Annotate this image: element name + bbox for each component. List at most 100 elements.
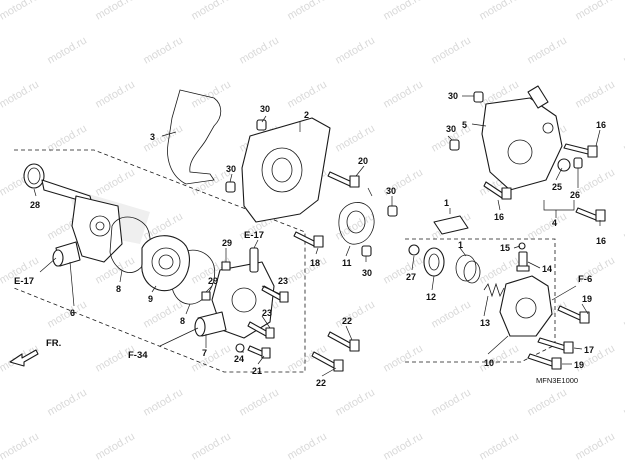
bracket-4 xyxy=(543,200,575,218)
bolt-19-b xyxy=(527,353,562,370)
watermark-text: motod.ru xyxy=(189,430,233,462)
watermark-text: motod.ru xyxy=(45,34,89,66)
gasket-3 xyxy=(167,89,222,185)
dowel-30-e xyxy=(473,91,484,103)
bolt-23-b xyxy=(247,321,275,339)
watermark-text: motod.ru xyxy=(621,298,625,330)
watermark-text: motod.ru xyxy=(141,386,185,418)
callout-29-a: 29 xyxy=(222,238,232,248)
washer-27 xyxy=(408,244,420,256)
callout-20: 20 xyxy=(358,156,368,166)
watermark-text: motod.ru xyxy=(621,34,625,66)
callout-28: 28 xyxy=(30,200,40,210)
callout-1-a: 1 xyxy=(444,198,449,208)
diagram-code: MFN3E1000 xyxy=(536,376,578,385)
ref-f34: F-34 xyxy=(128,350,148,361)
bolt-19-a xyxy=(557,305,590,324)
callout-16-a: 16 xyxy=(596,120,606,130)
watermark-text: motod.ru xyxy=(285,0,329,23)
watermark-text: motod.ru xyxy=(333,34,377,66)
watermark-text: motod.ru xyxy=(381,0,425,23)
pump-housing-7 xyxy=(194,247,275,339)
watermark-text: motod.ru xyxy=(0,430,41,462)
watermark-text: motod.ru xyxy=(573,78,617,110)
watermark-text: motod.ru xyxy=(525,34,569,66)
bolt-29-a xyxy=(221,261,231,271)
ref-f6: F-6 xyxy=(578,274,592,285)
watermark-text: motod.ru xyxy=(189,78,233,110)
watermark-text: motod.ru xyxy=(285,430,329,462)
watermark-text: motod.ru xyxy=(621,386,625,418)
watermark-text: motod.ru xyxy=(189,342,233,374)
watermark-text: motod.ru xyxy=(381,342,425,374)
callout-8-a: 8 xyxy=(116,284,121,294)
watermark-text: motod.ru xyxy=(477,0,521,23)
callout-30-b: 30 xyxy=(226,164,236,174)
dowel-30-d xyxy=(361,245,372,257)
bolt-16-a xyxy=(563,143,598,158)
leader-lines xyxy=(33,95,601,377)
watermark-text: motod.ru xyxy=(381,78,425,110)
watermark-text: motod.ru xyxy=(285,78,329,110)
bolt-23-a xyxy=(261,285,289,303)
dowel-30-a xyxy=(256,119,267,131)
callout-30-f: 30 xyxy=(446,124,456,134)
bolt-20 xyxy=(327,171,360,188)
bolt-18 xyxy=(293,231,324,248)
callout-2: 2 xyxy=(304,110,309,120)
ref-e17-top: E-17 xyxy=(244,230,264,241)
callout-5: 5 xyxy=(462,120,467,130)
bolt-29-b xyxy=(201,291,211,301)
watermark-text: motod.ru xyxy=(93,166,137,198)
callout-19-a: 19 xyxy=(582,294,592,304)
water-pump-6 xyxy=(41,179,123,267)
callout-18: 18 xyxy=(310,258,320,268)
watermark-text: motod.ru xyxy=(525,386,569,418)
watermark-text: motod.ru xyxy=(525,210,569,242)
watermark-text: motod.ru xyxy=(429,386,473,418)
watermark-text: motod.ru xyxy=(381,254,425,286)
callout-10: 10 xyxy=(484,358,494,368)
label-plate-1 xyxy=(433,215,469,235)
bolt-16-b xyxy=(483,181,512,200)
ref-e17-left: E-17 xyxy=(14,276,34,287)
watermark-text: motod.ru xyxy=(45,298,89,330)
watermark-text: motod.ru xyxy=(333,298,377,330)
front-direction-arrow-icon xyxy=(9,349,39,367)
seal-25 xyxy=(557,158,571,172)
callout-30-a: 30 xyxy=(260,104,270,114)
callout-21: 21 xyxy=(252,366,262,376)
callout-30-c: 30 xyxy=(386,186,396,196)
callout-13: 13 xyxy=(480,318,490,328)
dowel-30-c xyxy=(387,205,398,217)
watermark-text: motod.ru xyxy=(573,0,617,23)
watermark-text: motod.ru xyxy=(237,386,281,418)
watermark-text: motod.ru xyxy=(573,430,617,462)
housing-10 xyxy=(499,275,553,337)
callout-8-b: 8 xyxy=(180,316,185,326)
callout-30-d: 30 xyxy=(362,268,372,278)
watermark-text: motod.ru xyxy=(621,210,625,242)
callout-25: 25 xyxy=(552,182,562,192)
watermark-text: motod.ru xyxy=(333,122,377,154)
bolt-16-c xyxy=(575,207,606,222)
watermark-text: motod.ru xyxy=(93,0,137,23)
callout-6: 6 xyxy=(70,308,75,318)
sensor-14 xyxy=(516,251,530,272)
callout-24: 24 xyxy=(234,354,244,364)
watermark-text: motod.ru xyxy=(0,0,41,23)
callout-22-b: 22 xyxy=(316,378,326,388)
watermark-text: motod.ru xyxy=(621,122,625,154)
cover-2 xyxy=(241,117,331,223)
watermark-text: motod.ru xyxy=(141,34,185,66)
bolt-17 xyxy=(537,337,574,354)
o-ring-28 xyxy=(23,163,45,189)
spring-13 xyxy=(483,282,505,298)
callout-16-c: 16 xyxy=(596,236,606,246)
callout-26: 26 xyxy=(570,190,580,200)
watermark-text: motod.ru xyxy=(0,78,41,110)
callout-12: 12 xyxy=(426,292,436,302)
bushing-26 xyxy=(573,157,583,169)
dowel-30-b xyxy=(225,181,236,193)
